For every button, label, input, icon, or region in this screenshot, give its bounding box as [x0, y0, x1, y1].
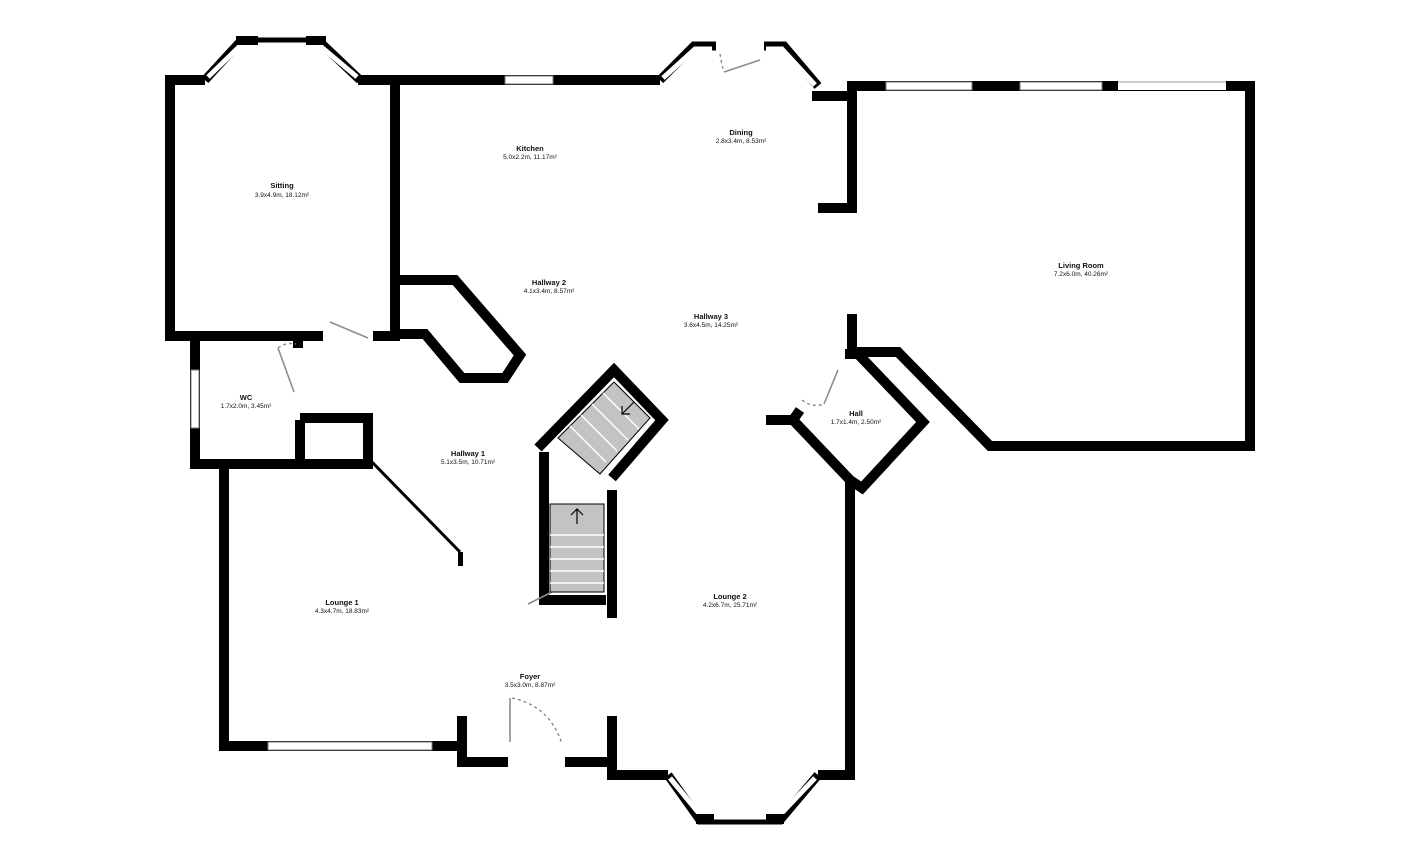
wall-sitting [165, 75, 400, 341]
svg-text:7.2x6.0m, 40.26m²: 7.2x6.0m, 40.26m² [1054, 271, 1109, 278]
diagonal-partition [368, 458, 462, 554]
lounge1-window [267, 741, 433, 751]
svg-text:4.1x3.4m, 8.57m²: 4.1x3.4m, 8.57m² [524, 288, 575, 295]
walls [165, 75, 1255, 780]
wall-hallway2-cupboard [390, 275, 527, 383]
arrow-down-left-icon [621, 401, 635, 415]
room-label-hall: Hall 1.7x1.4m, 2.50m² [831, 409, 882, 426]
svg-text:5.1x3.5m, 10.71m²: 5.1x3.5m, 10.71m² [441, 459, 496, 466]
room-label-kitchen: Kitchen 5.0x2.2m, 11.17m² [503, 144, 558, 161]
sitting-door[interactable] [329, 321, 369, 339]
hall-door[interactable] [823, 369, 839, 405]
wall-living [847, 81, 1255, 451]
svg-text:1.7x2.0m, 3.45m²: 1.7x2.0m, 3.45m² [221, 403, 272, 410]
dining-door[interactable] [723, 59, 761, 73]
wall-foyer-right [565, 716, 668, 780]
svg-text:Foyer: Foyer [520, 672, 541, 681]
svg-text:Lounge 2: Lounge 2 [713, 592, 746, 601]
svg-text:1.7x1.4m, 2.50m²: 1.7x1.4m, 2.50m² [831, 419, 882, 426]
svg-text:Kitchen: Kitchen [516, 144, 544, 153]
wall-dining-right [812, 91, 857, 213]
room-label-lounge-2: Lounge 2 4.2x6.7m, 25.71m² [703, 592, 758, 609]
svg-text:3.5x3.0m, 8.87m²: 3.5x3.0m, 8.87m² [505, 682, 556, 689]
wall-lounge2-right [818, 478, 855, 780]
svg-text:Lounge 1: Lounge 1 [325, 598, 358, 607]
living-window-3 [1118, 80, 1226, 90]
room-label-lounge-1: Lounge 1 4.3x4.7m, 18.83m² [315, 598, 370, 615]
staircase [549, 381, 651, 593]
kitchen-window [504, 75, 554, 85]
room-label-wc: WC 1.7x2.0m, 3.45m² [221, 393, 272, 410]
stair-upper-flight [557, 381, 651, 475]
room-label-living-room: Living Room 7.2x6.0m, 40.26m² [1054, 261, 1109, 278]
svg-text:Living Room: Living Room [1058, 261, 1104, 270]
doors [277, 321, 839, 745]
svg-text:2.8x3.4m, 8.53m²: 2.8x3.4m, 8.53m² [716, 138, 767, 145]
lounge2-bay-window [664, 772, 822, 825]
room-label-hallway-2: Hallway 2 4.1x3.4m, 8.57m² [524, 278, 575, 295]
windows [190, 75, 1226, 751]
wall-stair-upper [534, 362, 669, 482]
wall-stair-left [539, 452, 606, 605]
svg-text:3.6x4.5m, 14.25m²: 3.6x4.5m, 14.25m² [684, 322, 739, 329]
svg-text:WC: WC [240, 393, 253, 402]
wc-door[interactable] [277, 347, 295, 393]
svg-text:Hall: Hall [849, 409, 863, 418]
room-label-hallway-1: Hallway 1 5.1x3.5m, 10.71m² [441, 449, 496, 466]
partition-end [458, 552, 463, 566]
svg-text:Hallway 2: Hallway 2 [532, 278, 566, 287]
wall-cupboard [300, 413, 373, 469]
svg-text:Dining: Dining [729, 128, 753, 137]
wall-hall [766, 349, 930, 495]
arrow-up-icon [570, 508, 584, 524]
svg-text:Hallway 3: Hallway 3 [694, 312, 728, 321]
svg-text:Sitting: Sitting [270, 181, 294, 190]
svg-text:Hallway 1: Hallway 1 [451, 449, 485, 458]
sitting-bay-window [201, 36, 364, 84]
wc-window [190, 369, 200, 429]
svg-text:4.3x4.7m, 18.83m²: 4.3x4.7m, 18.83m² [315, 608, 370, 615]
room-label-foyer: Foyer 3.5x3.0m, 8.87m² [505, 672, 556, 689]
svg-text:3.9x4.9m, 18.12m²: 3.9x4.9m, 18.12m² [255, 192, 310, 199]
living-window-2 [1019, 81, 1103, 91]
living-window-1 [885, 81, 973, 91]
room-label-hallway-3: Hallway 3 3.6x4.5m, 14.25m² [684, 312, 739, 329]
svg-text:4.2x6.7m, 25.71m²: 4.2x6.7m, 25.71m² [703, 602, 758, 609]
room-label-sitting: Sitting 3.9x4.9m, 18.12m² [255, 181, 310, 199]
dining-bay-window [656, 41, 822, 89]
svg-text:5.0x2.2m, 11.17m²: 5.0x2.2m, 11.17m² [503, 154, 558, 161]
room-label-dining: Dining 2.8x3.4m, 8.53m² [716, 128, 767, 145]
